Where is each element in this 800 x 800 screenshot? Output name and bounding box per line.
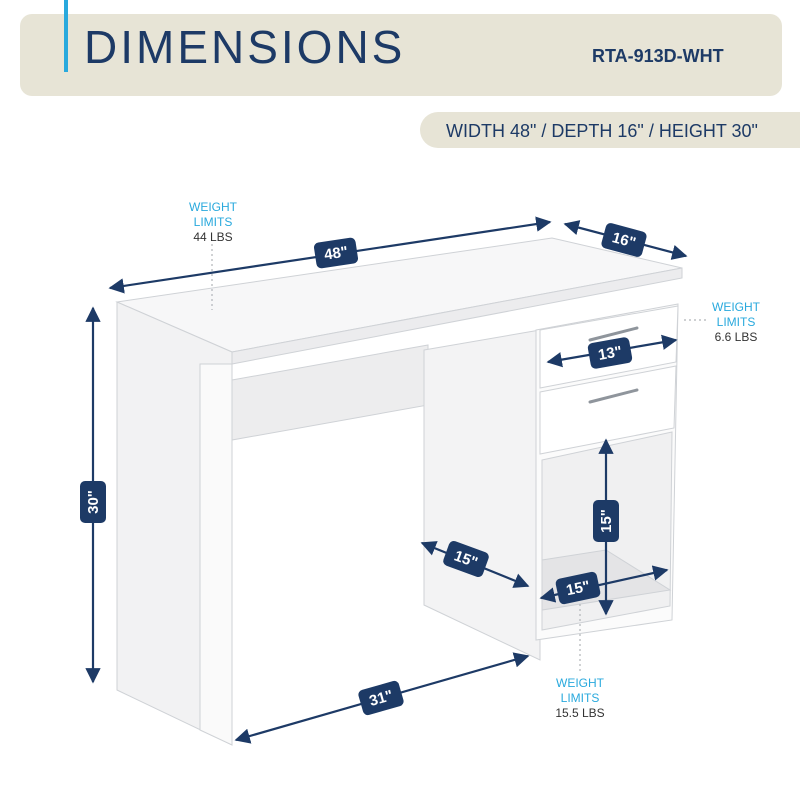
drawer-bottom: [539, 365, 677, 455]
desk-illustration: [115, 237, 683, 746]
weight-limit-top-label-2: LIMITS: [193, 215, 233, 229]
weight-limit-shelf-value: 15.5 LBS: [555, 706, 605, 720]
weight-limit-shelf: WEIGHT LIMITS 15.5 LBS: [542, 676, 618, 721]
header-bar: [20, 14, 782, 96]
badge-depth-text: 16": [610, 229, 637, 252]
badge-shelf-height-text: 15": [598, 509, 615, 533]
badge-drawer-width: 13": [587, 337, 633, 369]
desk-pedestal-side: [423, 329, 541, 661]
weight-limit-top-label-1: WEIGHT: [189, 200, 237, 214]
weight-limit-drawer-value: 6.6 LBS: [714, 330, 758, 344]
badge-side-depth: 15": [443, 541, 489, 577]
weight-limit-shelf-label-2: LIMITS: [560, 691, 600, 705]
badge-depth: 16": [601, 223, 647, 257]
weight-limit-shelf-label-1: WEIGHT: [556, 676, 604, 690]
badge-width-text: 48": [323, 243, 349, 263]
page-title: DIMENSIONS: [84, 21, 406, 73]
weight-limit-top-value: 44 LBS: [193, 230, 233, 244]
badge-width: 48": [313, 237, 359, 269]
accent-line: [64, 0, 68, 72]
weight-limit-top: WEIGHT LIMITS 44 LBS: [178, 200, 248, 245]
weight-limit-drawer: WEIGHT LIMITS 6.6 LBS: [700, 300, 772, 345]
sku-label: RTA-913D-WHT: [592, 46, 724, 66]
badge-shelf-width-text: 15": [565, 578, 592, 600]
badge-shelf-width: 15": [555, 571, 601, 605]
weight-limit-drawer-label-1: WEIGHT: [712, 300, 760, 314]
badge-drawer-width-text: 13": [597, 343, 623, 364]
badge-height-text: 30": [85, 490, 102, 514]
badge-leg-clearance-text: 31": [367, 687, 395, 710]
leader-lines: [211, 244, 706, 672]
desk-back-panel: [231, 344, 429, 441]
drawer-handle-bottom: [588, 388, 639, 404]
weight-limit-drawer-label-2: LIMITS: [716, 315, 756, 329]
badge-leg-clearance: 31": [358, 680, 404, 716]
specs-text: WIDTH 48" / DEPTH 16" / HEIGHT 30": [446, 121, 758, 141]
desk-left-leg-front: [199, 363, 233, 746]
badge-shelf-height: 15": [593, 500, 619, 542]
badge-height: 30": [80, 481, 106, 523]
dimension-badges: 48" 16" 30" 31" 13" 15" 15" 15": [80, 223, 647, 716]
specs-bar: [420, 112, 800, 148]
